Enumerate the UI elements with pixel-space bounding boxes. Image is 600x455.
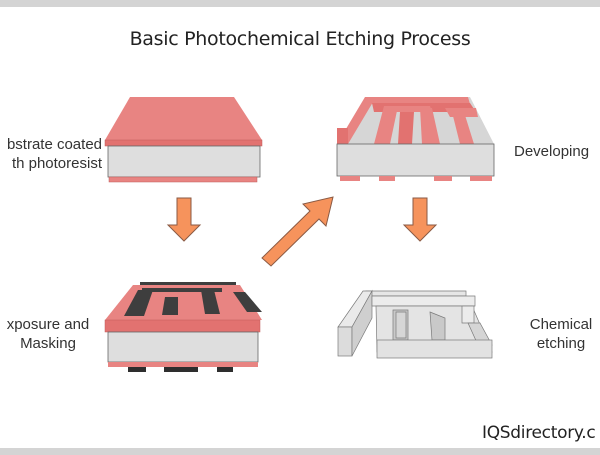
substrate-label-line1: bstrate coated — [6, 136, 102, 153]
exposure-block-illustration — [104, 282, 262, 372]
etching-label-line2: etching — [536, 335, 586, 352]
developed-block-illustration — [336, 97, 495, 181]
arrow-down-2 — [402, 197, 438, 242]
step-label-etching: Chemical etching — [522, 315, 600, 353]
arrow-up-right — [261, 196, 334, 267]
substrate-block-illustration — [104, 97, 263, 183]
exposure-label-line1: xposure and — [6, 316, 90, 333]
top-border — [0, 0, 600, 7]
etching-label-line1: Chemical — [529, 316, 593, 333]
step-label-substrate: bstrate coated th photoresist — [0, 135, 102, 173]
source-watermark: IQSdirectory.c — [482, 423, 596, 443]
diagram-title: Basic Photochemical Etching Process — [129, 28, 471, 50]
arrow-down-1 — [166, 197, 202, 242]
step-label-exposure: xposure and Masking — [0, 315, 96, 353]
developing-label: Developing — [514, 143, 590, 160]
exposure-label-line2: Masking — [20, 335, 76, 352]
etched-part-illustration — [337, 289, 493, 359]
substrate-label-line2: th photoresist — [11, 155, 102, 172]
step-label-developing: Developing — [514, 142, 589, 161]
bottom-border — [0, 448, 600, 455]
